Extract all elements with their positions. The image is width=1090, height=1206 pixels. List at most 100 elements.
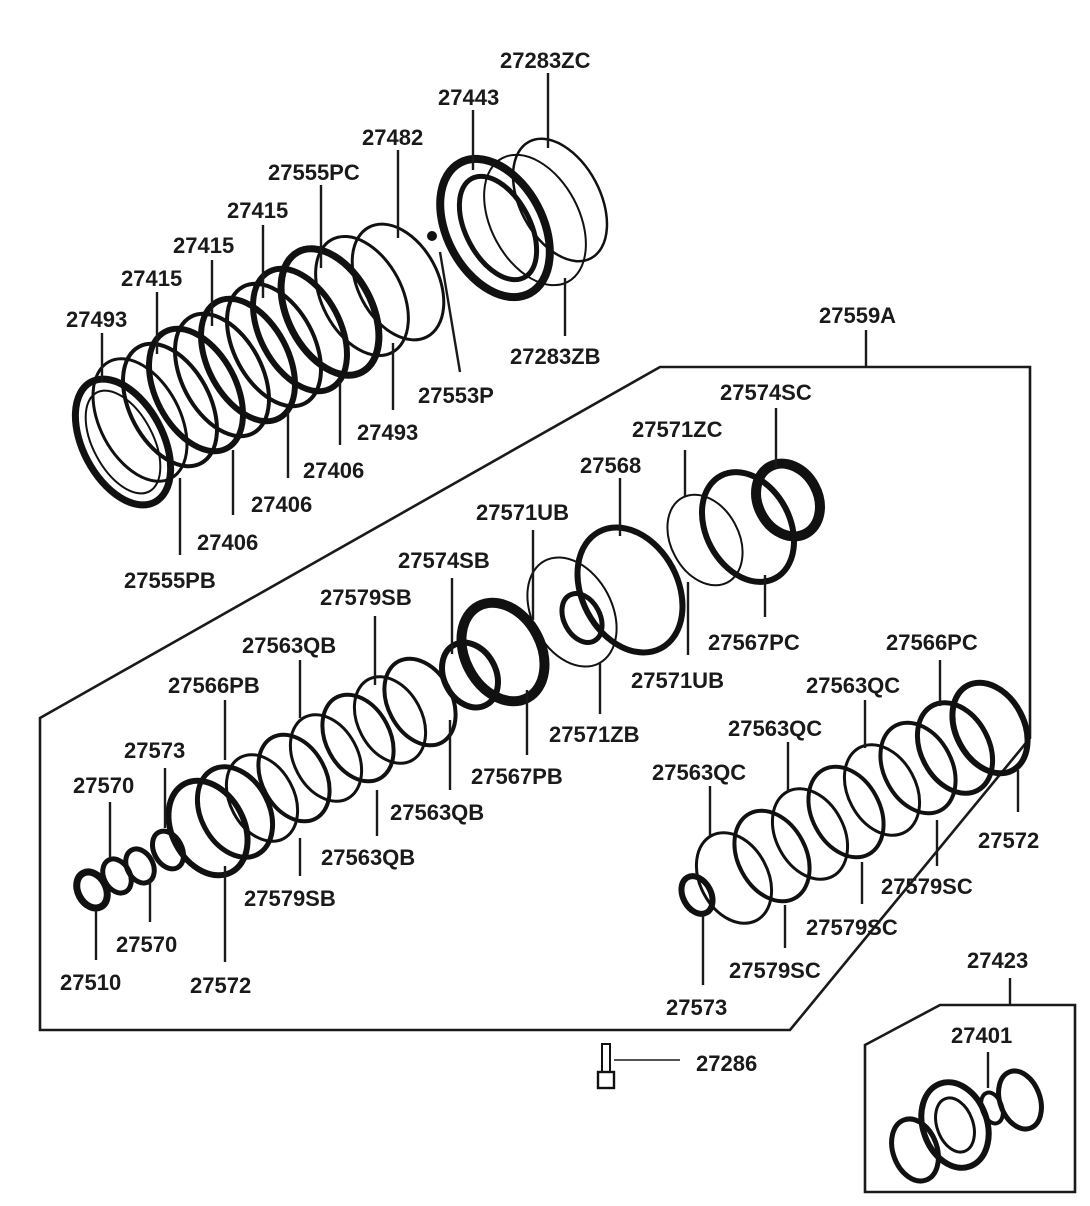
disc-27563qb-2 bbox=[288, 713, 364, 803]
steel-disc-27415-3 bbox=[225, 281, 323, 409]
disc-27579sc-2 bbox=[806, 764, 886, 860]
callout-27573-b: 27573 bbox=[666, 995, 727, 1020]
callout-27283ZC: 27283ZC bbox=[500, 48, 591, 73]
seal-ring-27283zc bbox=[511, 137, 609, 263]
gear-hub bbox=[918, 1079, 992, 1171]
callout-27482: 27482 bbox=[362, 125, 423, 150]
piston-27443 bbox=[436, 154, 554, 302]
retainer-plate-27555pb-inner bbox=[84, 389, 162, 495]
callout-27579SC-a: 27579SC bbox=[881, 874, 973, 899]
carrier-27568 bbox=[574, 524, 686, 656]
disc-27563qc-3 bbox=[694, 831, 774, 925]
friction-disc-27406-1 bbox=[146, 325, 246, 455]
callout-27415-b: 27415 bbox=[173, 233, 234, 258]
callout-27286: 27286 bbox=[696, 1051, 757, 1076]
disc-27482 bbox=[350, 222, 446, 342]
piston-27443-inner bbox=[456, 173, 540, 283]
callout-27568: 27568 bbox=[580, 453, 641, 478]
gear-hub-inner bbox=[934, 1096, 976, 1154]
callout-27563QB-a: 27563QB bbox=[242, 633, 336, 658]
callout-27572-a: 27572 bbox=[978, 828, 1039, 853]
callout-27559A: 27559A bbox=[819, 303, 896, 328]
steel-disc-27415-2 bbox=[173, 311, 271, 439]
callout-27493-a: 27493 bbox=[66, 307, 127, 332]
steel-disc-27415-1 bbox=[121, 341, 219, 469]
ring-27573-c bbox=[678, 873, 716, 917]
disc-27579sb-1 bbox=[382, 656, 458, 748]
leader-lines bbox=[94, 73, 1020, 1088]
disc-27579sc-1 bbox=[878, 720, 958, 816]
callout-27563QC-b: 27563QC bbox=[728, 716, 822, 741]
callout-27406-c: 27406 bbox=[197, 530, 258, 555]
callout-27415-c: 27415 bbox=[121, 266, 182, 291]
callout-27423: 27423 bbox=[967, 948, 1028, 973]
callout-27563QC-c: 27563QC bbox=[652, 760, 746, 785]
upper-clutch-pack bbox=[71, 137, 609, 509]
retainer-plate-27555pb bbox=[71, 375, 175, 509]
plate-27566pb bbox=[194, 764, 276, 860]
snap-ring-27493-front bbox=[91, 357, 189, 483]
callout-27579SC-c: 27579SC bbox=[729, 958, 821, 983]
snap-ring-27572-b bbox=[165, 777, 251, 879]
callout-27493-b: 27493 bbox=[357, 420, 418, 445]
pin-27553p bbox=[427, 231, 437, 241]
callout-27574SC: 27574SC bbox=[720, 380, 812, 405]
snap-ring-27572-c bbox=[949, 679, 1031, 777]
callout-27553P: 27553P bbox=[418, 383, 494, 408]
callout-27570-a: 27570 bbox=[73, 773, 134, 798]
callout-27415-a: 27415 bbox=[227, 198, 288, 223]
callout-27572-b: 27572 bbox=[190, 973, 251, 998]
ring-27571ub bbox=[526, 556, 618, 668]
gear-plate-rear bbox=[996, 1068, 1044, 1132]
callout-27573-a: 27573 bbox=[124, 738, 185, 763]
callout-labels: 27283ZC 27443 27482 27555PC 27415 27415 … bbox=[60, 48, 1039, 1076]
callout-27555PB: 27555PB bbox=[124, 568, 216, 593]
callout-27571ZB: 27571ZB bbox=[549, 722, 640, 747]
plate-27567pc bbox=[698, 469, 798, 585]
disc-27563qc-1 bbox=[842, 743, 922, 837]
callout-27566PB: 27566PB bbox=[168, 673, 260, 698]
callout-27571UB-b: 27571UB bbox=[631, 668, 724, 693]
ring-27571zc bbox=[666, 493, 744, 587]
planetary-assembly-27559A bbox=[73, 458, 1031, 925]
callout-27406-a: 27406 bbox=[303, 458, 364, 483]
callout-27579SB-a: 27579SB bbox=[320, 585, 412, 610]
retainer-plate-27555pc bbox=[277, 245, 383, 379]
callout-27563QB-b: 27563QB bbox=[390, 800, 484, 825]
callout-27566PC: 27566PC bbox=[886, 630, 978, 655]
callout-27283ZB: 27283ZB bbox=[510, 344, 601, 369]
callout-27574SB: 27574SB bbox=[398, 548, 490, 573]
assembly-frame-27423 bbox=[863, 1003, 1077, 1194]
callout-27567PC: 27567PC bbox=[708, 630, 800, 655]
bearing-27574sc bbox=[751, 458, 825, 542]
callout-27579SC-b: 27579SC bbox=[806, 915, 898, 940]
gear-plate-front bbox=[889, 1116, 941, 1184]
callout-27406-b: 27406 bbox=[251, 492, 312, 517]
callout-27579SB-b: 27579SB bbox=[244, 886, 336, 911]
friction-disc-27406-2 bbox=[198, 295, 298, 425]
disc-27579sc-3 bbox=[732, 808, 812, 904]
carrier-27568-hub bbox=[559, 591, 605, 645]
plate-27566pc bbox=[914, 700, 996, 796]
callout-27563QC-a: 27563QC bbox=[806, 673, 900, 698]
callout-27443: 27443 bbox=[438, 85, 499, 110]
bearing-27574sb bbox=[456, 597, 550, 707]
callout-27563QB-c: 27563QB bbox=[321, 845, 415, 870]
ring-27573-b bbox=[149, 828, 187, 872]
bolt-27286 bbox=[596, 1043, 616, 1090]
callout-27571ZC: 27571ZC bbox=[632, 417, 723, 442]
callout-27570-b: 27570 bbox=[116, 932, 177, 957]
disc-27579sb-3 bbox=[256, 732, 332, 824]
ring-27510 bbox=[73, 868, 111, 912]
seal-ring-27283zb bbox=[483, 153, 587, 287]
callout-27401: 27401 bbox=[951, 1023, 1012, 1048]
callout-27571UB-a: 27571UB bbox=[476, 500, 569, 525]
callout-27555PC: 27555PC bbox=[268, 160, 360, 185]
disc-27563qb-1 bbox=[352, 675, 428, 765]
friction-disc-27406-3 bbox=[250, 265, 350, 395]
disc-27563qb-3 bbox=[224, 753, 300, 843]
callout-27567PB: 27567PB bbox=[471, 764, 563, 789]
callout-27510: 27510 bbox=[60, 970, 121, 995]
subassembly-27423 bbox=[889, 1068, 1044, 1184]
